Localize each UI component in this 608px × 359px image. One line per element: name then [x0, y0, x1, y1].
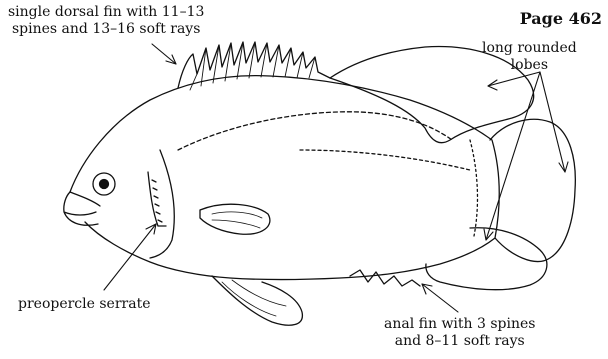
anal-spines [350, 270, 420, 286]
pelvic-fin [212, 276, 302, 325]
pectoral-fin-rays [212, 212, 262, 228]
eye-pupil [100, 180, 109, 189]
anal-fin-lobe [426, 228, 547, 290]
lip [70, 192, 100, 206]
caudal-fin [490, 119, 575, 261]
lobe-arrow-2 [540, 72, 565, 172]
anal-fin-arrow [422, 284, 458, 312]
lobe-arrow-3 [486, 72, 540, 240]
pectoral-fin [200, 204, 270, 234]
caudal-peduncle-line [470, 140, 477, 236]
lateral-line-lower [300, 150, 470, 170]
dorsal-fin-arrow [152, 44, 176, 64]
preopercle-arrow [104, 224, 156, 290]
pelvic-fin-rays [222, 280, 286, 316]
preopercle-edge [148, 172, 166, 226]
fish-body [70, 76, 499, 280]
lobe-arrow-1 [488, 72, 540, 86]
preopercle-serrations [152, 180, 162, 222]
lateral-line [178, 112, 452, 150]
operculum [150, 150, 174, 258]
